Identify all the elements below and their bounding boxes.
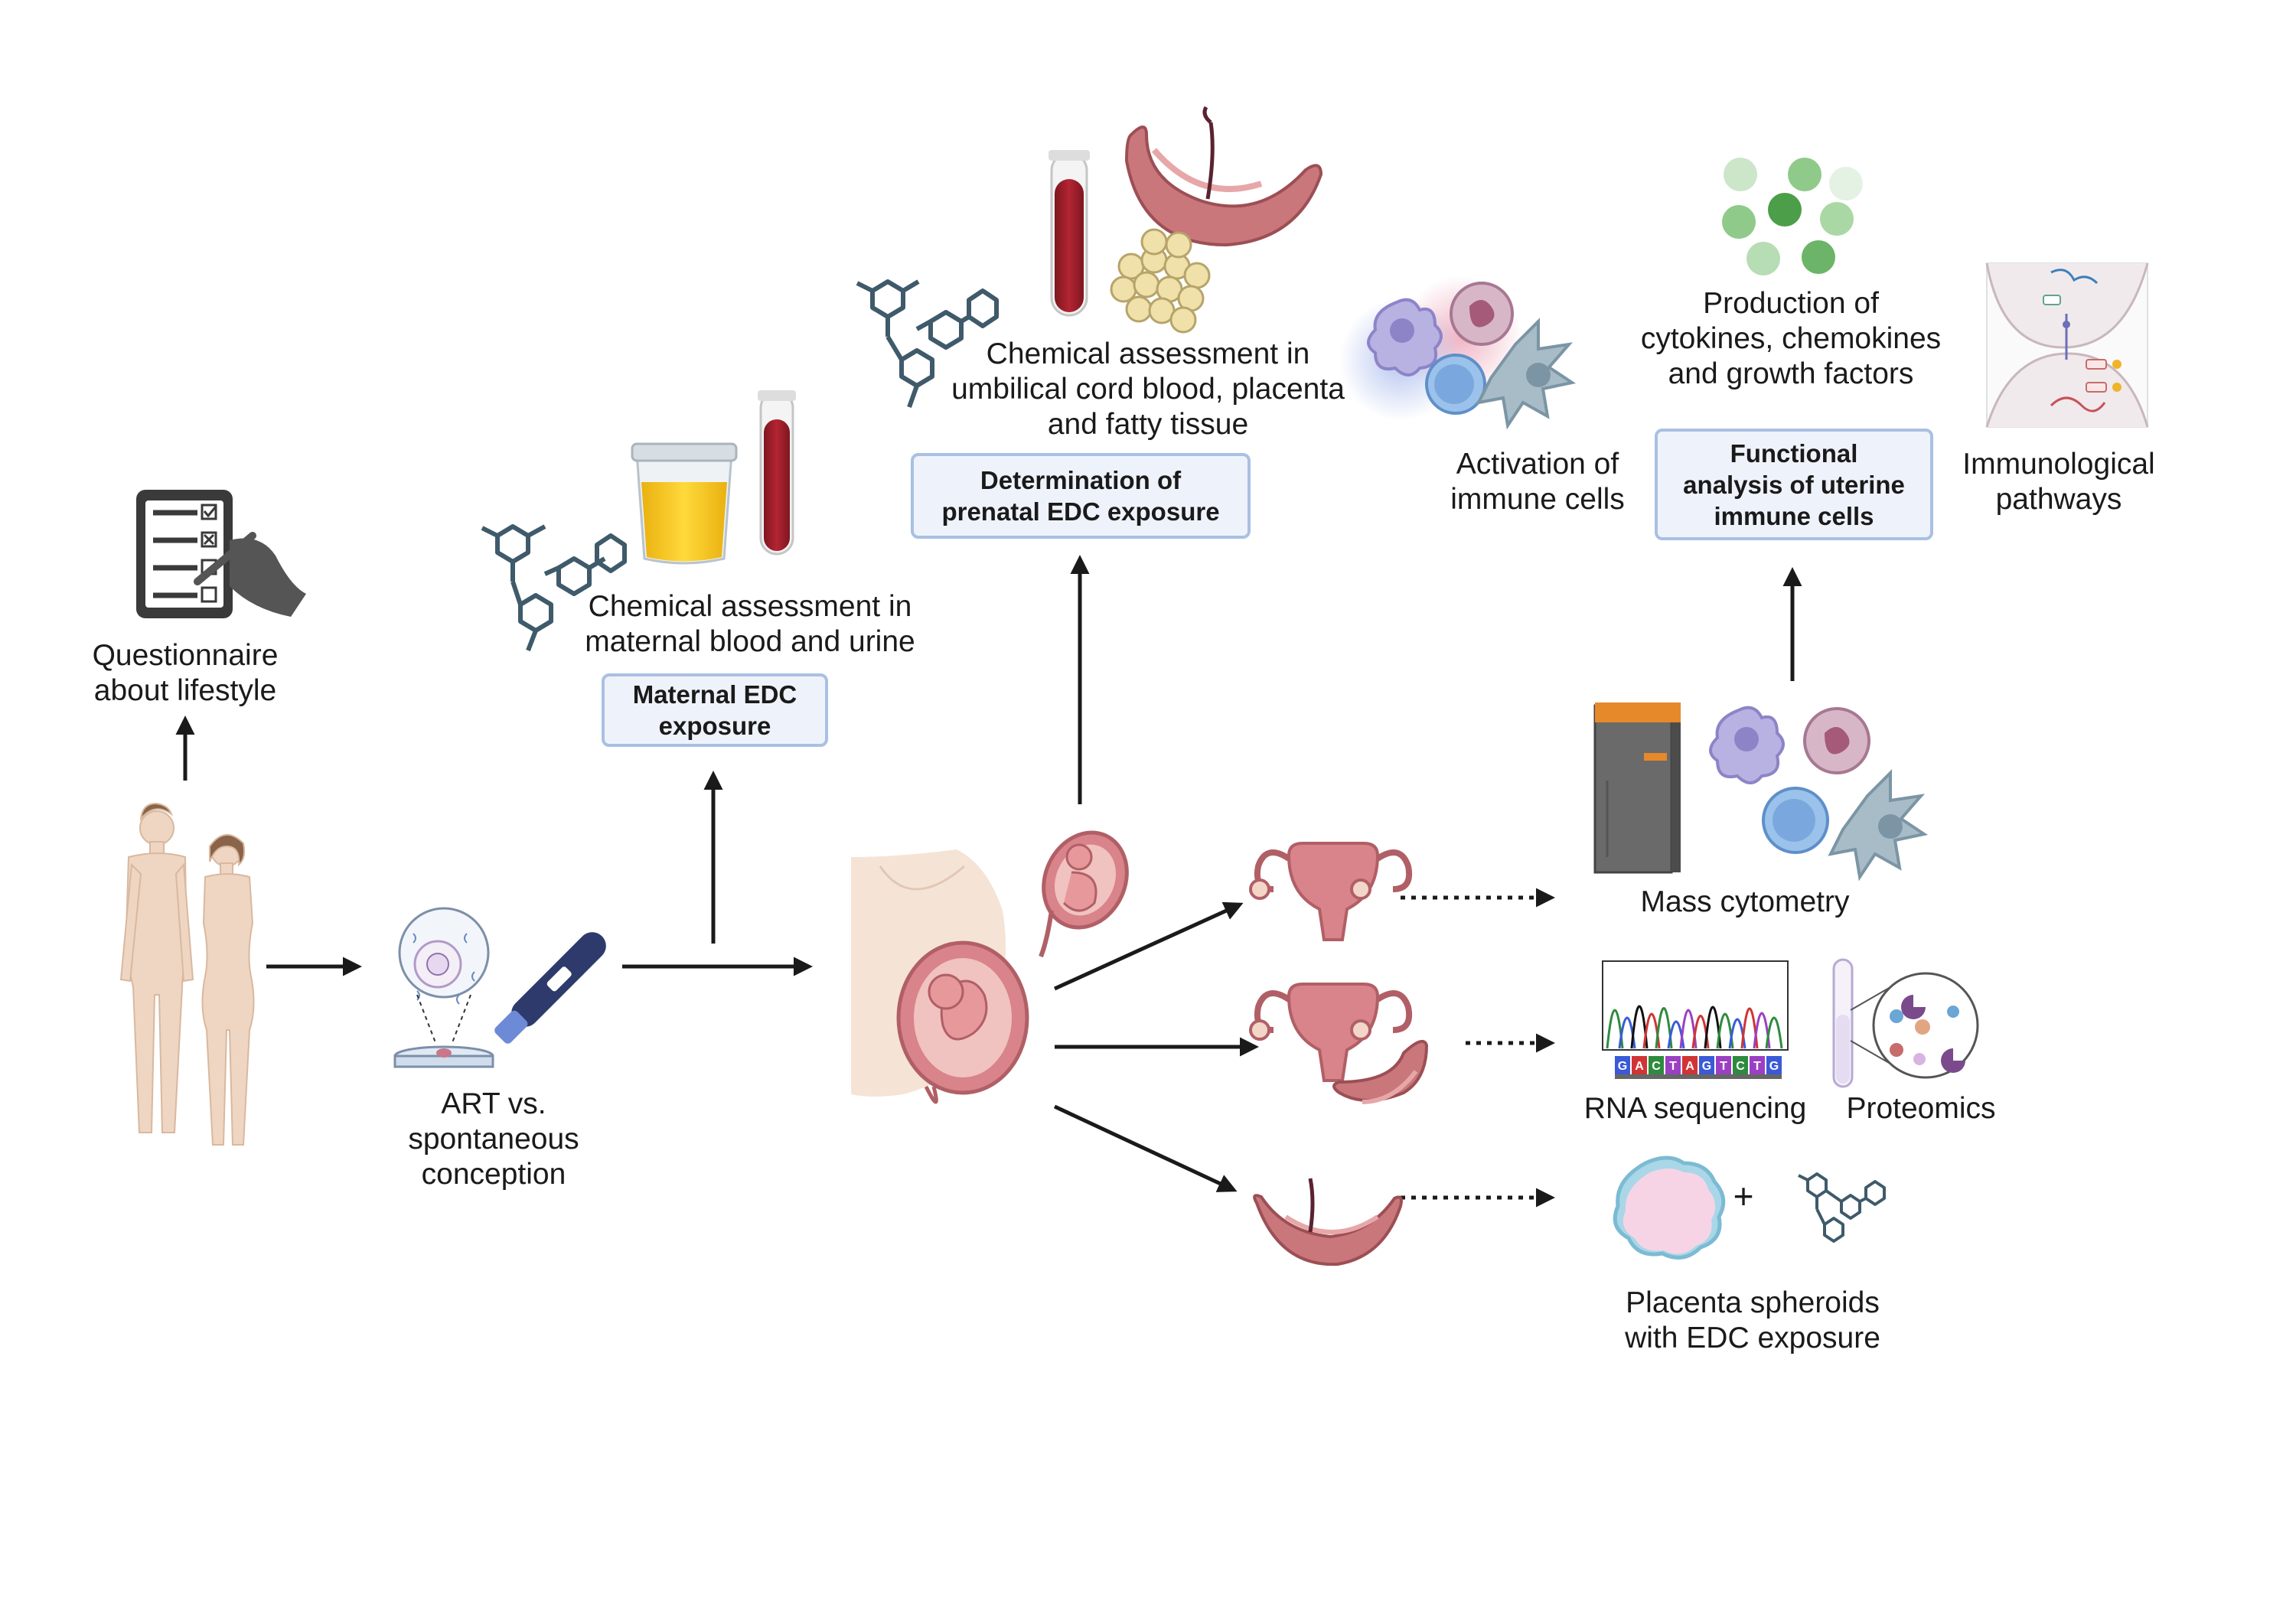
fetus-icon xyxy=(1039,830,1129,958)
label-mass-cytometry: Mass cytometry xyxy=(1640,885,1850,918)
proteomics-icon xyxy=(1832,958,1979,1088)
dna-letter: G xyxy=(1702,1060,1711,1073)
dna-letter: C xyxy=(1736,1060,1745,1073)
people-icon xyxy=(119,802,255,1146)
box-prenatal-edc-exposure: Determination of prenatal EDC exposure xyxy=(911,453,1251,539)
placenta-icon-umbilical xyxy=(1124,106,1323,247)
dna-letter: T xyxy=(1669,1060,1677,1073)
dna-letter: G xyxy=(1769,1060,1779,1073)
label-activation: Activation of immune cells xyxy=(1450,448,1625,516)
pregnant-belly-icon xyxy=(851,849,1029,1104)
pregnancy-test-icon xyxy=(494,932,606,1044)
label-spheroids: Placenta spheroids with EDC exposure xyxy=(1625,1286,1880,1354)
label-umbilical-chem: Chemical assessment in umbilical cord bl… xyxy=(951,337,1345,441)
woman-figure xyxy=(201,834,255,1146)
immune-cells-icon-cytometry xyxy=(1709,706,1929,882)
label-production: Production of cytokines, chemokines and … xyxy=(1640,287,1942,390)
blood-tube-icon-umbilical xyxy=(1049,150,1090,317)
dna-letter: A xyxy=(1685,1060,1694,1073)
uterus-icon-top xyxy=(1249,842,1412,941)
man-figure xyxy=(119,802,194,1133)
label-proteomics: Proteomics xyxy=(1846,1092,1996,1125)
plus-sign: + xyxy=(1733,1176,1754,1216)
checklist-icon xyxy=(136,490,306,618)
blood-tube-icon-maternal xyxy=(758,390,796,556)
label-art: ART vs. spontaneous conception xyxy=(408,1087,579,1191)
spheroid-icon xyxy=(1613,1156,1726,1260)
box-functional-analysis: Functional analysis of uterine immune ce… xyxy=(1655,429,1933,540)
chromatogram-icon: G A C T A G T C T G xyxy=(1602,960,1789,1079)
arrow-to-placenta xyxy=(1053,1104,1238,1192)
placenta-icon-middle xyxy=(1332,1039,1429,1104)
label-pathways: Immunological pathways xyxy=(1962,448,2155,516)
dna-letter: C xyxy=(1652,1060,1661,1073)
label-maternal-chem: Chemical assessment in maternal blood an… xyxy=(585,590,915,658)
cytokine-beads-icon xyxy=(1722,158,1863,275)
molecule-icon-maternal xyxy=(481,524,627,652)
fat-cells-icon xyxy=(1110,228,1211,334)
dna-letter: G xyxy=(1618,1060,1627,1073)
label-questionnaire: Questionnaire about lifestyle xyxy=(92,639,279,707)
dna-letter: T xyxy=(1720,1060,1727,1073)
dna-letter: T xyxy=(1753,1060,1761,1073)
placenta-icon-bottom xyxy=(1253,1178,1403,1266)
immune-cells-icon-activation xyxy=(1339,275,1577,430)
dna-letter-strip: G A C T A G T C T G xyxy=(1615,1056,1782,1079)
label-rna-sequencing: RNA sequencing xyxy=(1583,1092,1807,1125)
cytometer-icon xyxy=(1593,702,1681,874)
uterus-icon-middle xyxy=(1249,983,1412,1082)
arrows xyxy=(175,555,1802,1208)
synapse-icon xyxy=(1985,262,2149,428)
molecule-icon-umbilical xyxy=(856,279,999,409)
dna-letter: A xyxy=(1635,1060,1644,1073)
molecule-icon-spheroid xyxy=(1798,1172,1886,1243)
urine-cup-icon xyxy=(631,442,738,565)
box-maternal-edc-exposure: Maternal EDC exposure xyxy=(602,673,828,747)
arrow-to-uterus-top xyxy=(1053,901,1244,991)
ivf-dish-icon xyxy=(393,907,494,1068)
